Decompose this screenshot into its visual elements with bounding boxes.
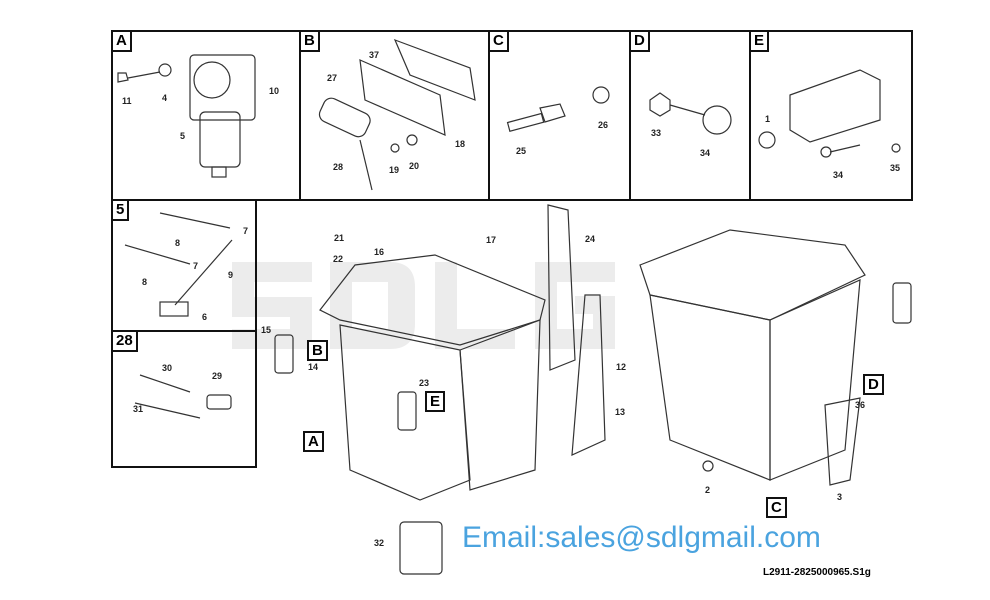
part-callout: 9	[228, 270, 234, 280]
part-callout: 34	[833, 170, 844, 180]
part-callout: 32	[374, 538, 385, 548]
part-callout: 28	[333, 162, 344, 172]
part-callout: 4	[162, 93, 168, 103]
detail-panel-5: 5	[111, 199, 257, 332]
part-callout: 14	[308, 362, 319, 372]
part-callout: 2	[705, 485, 711, 495]
part-callout: 10	[269, 86, 280, 96]
part-callout: 24	[585, 234, 596, 244]
part-callout: 37	[369, 50, 380, 60]
panel-label: E	[751, 32, 770, 52]
part-callout: 19	[389, 165, 400, 175]
gasket-drawing	[318, 38, 476, 191]
part-callout: 23	[419, 378, 430, 388]
panel-label: 5	[113, 201, 130, 221]
part-callout: 25	[516, 146, 527, 156]
part-callout: 1	[765, 114, 771, 124]
part-callout: 18	[455, 139, 466, 149]
watermark-text: Email:sales@sdlgmail.com	[462, 521, 821, 554]
part-callout: 3	[837, 492, 843, 502]
part-callout: 11	[122, 96, 132, 106]
detail-ref-c: C	[766, 497, 787, 518]
part-callout: 33	[651, 128, 662, 138]
drawing-caption: L2911-2825000965.S1g	[763, 567, 871, 578]
detail-panel-d: D	[629, 30, 751, 201]
part-callout: 7	[243, 226, 249, 236]
detail-ref-a: A	[303, 431, 324, 452]
detail-ref-e: E	[425, 391, 446, 412]
panel-label: C	[490, 32, 509, 52]
part-callout: 12	[616, 362, 627, 372]
part-callout: 22	[333, 254, 344, 264]
part-callout: 16	[374, 247, 385, 257]
part-callout: 36	[855, 400, 866, 410]
part-callout: 35	[890, 163, 901, 173]
detail-panel-b: B	[299, 30, 490, 201]
part-callout: 6	[202, 312, 208, 322]
wiper-arms-drawing	[124, 212, 233, 317]
detail-ref-b: B	[307, 340, 328, 361]
knob-drawing	[649, 92, 732, 135]
part-callout: 5	[180, 131, 186, 141]
part-callout: 13	[615, 407, 626, 417]
detail-panel-28: 28	[111, 330, 257, 468]
part-callout: 20	[409, 161, 420, 171]
rear-wiper-drawing	[134, 374, 232, 419]
cab-right-drawing	[639, 229, 912, 486]
part-callout: 27	[327, 73, 338, 83]
cab-left-drawing	[274, 204, 606, 575]
panel-label: A	[113, 32, 132, 52]
part-callout: 7	[193, 261, 199, 271]
part-callout: 29	[212, 371, 223, 381]
panel-label: 28	[113, 332, 138, 352]
part-callout: 26	[598, 120, 609, 130]
wiper-motor-drawing	[117, 54, 256, 178]
box-drawing	[758, 69, 901, 158]
panel-label: B	[301, 32, 320, 52]
part-callout: 34	[700, 148, 711, 158]
part-callout: 15	[261, 325, 272, 335]
part-callout: 17	[486, 235, 497, 245]
panel-label: D	[631, 32, 650, 52]
part-callout: 8	[175, 238, 181, 248]
detail-ref-d: D	[863, 374, 884, 395]
part-callout: 21	[334, 233, 345, 243]
pin-drawing	[506, 86, 610, 132]
part-callout: 8	[142, 277, 148, 287]
detail-panel-e: E	[749, 30, 913, 201]
part-callout: 30	[162, 363, 173, 373]
detail-panel-c: C	[488, 30, 631, 201]
part-callout: 31	[133, 404, 144, 414]
detail-panel-a: A	[111, 30, 301, 201]
